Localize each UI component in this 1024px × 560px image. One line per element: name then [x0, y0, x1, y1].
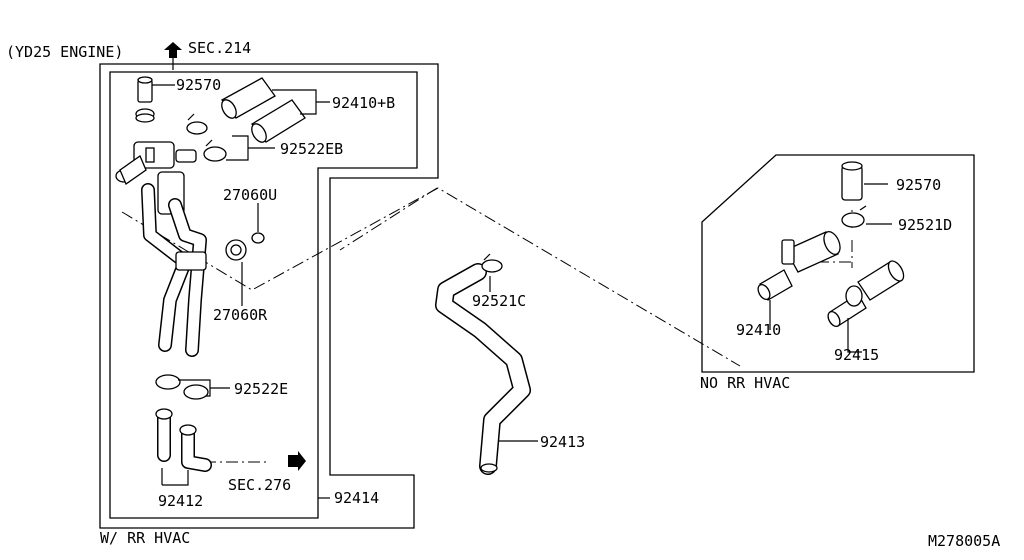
sec214-label: SEC.214 [188, 39, 251, 57]
part-92521d-label: 92521D [898, 216, 952, 234]
part-92570-right-label: 92570 [896, 176, 941, 194]
part-92522eb-label: 92522EB [280, 140, 343, 158]
no-rr-hvac-frame [701, 154, 975, 373]
clamp-92521c [481, 253, 503, 273]
hose-92413 [435, 263, 531, 475]
part-92414-label: 92414 [334, 489, 379, 507]
rr-hvac-inner-frame [109, 71, 418, 519]
part-27060u-label: 27060U [223, 186, 277, 204]
part-92410-label: 92410 [736, 321, 781, 339]
no-rr-hvac-label: NO RR HVAC [700, 374, 790, 392]
part-92413-label: 92413 [540, 433, 585, 451]
rr-hvac-outer-frame [99, 63, 439, 529]
part-27060r-label: 27060R [213, 306, 268, 324]
sec214-up-arrow [164, 42, 182, 70]
hose-92412 [155, 408, 212, 472]
cap-92570-right [841, 161, 863, 201]
heater-pipes [141, 183, 207, 357]
part-92410b-label: 92410+B [332, 94, 395, 112]
part-92412-label: 92412 [158, 492, 203, 510]
diagram-ref-label: M278005A [928, 532, 1000, 550]
valve-92410 [757, 231, 841, 301]
pipe-92415 [827, 260, 905, 328]
sec276-label: SEC.276 [228, 476, 291, 494]
water-valve-body [115, 141, 197, 215]
part-92521c-label: 92521C [472, 292, 526, 310]
hose-92410b [221, 77, 306, 143]
part-92570-left-label: 92570 [176, 76, 221, 94]
cap-92570-left [135, 76, 155, 123]
part-92522e-label: 92522E [234, 380, 288, 398]
connection-dash-line [121, 187, 741, 367]
grommet-27060u [251, 232, 265, 244]
sec276-right-arrow [288, 451, 306, 471]
engine-label: (YD25 ENGINE) [6, 43, 123, 61]
rr-hvac-label: W/ RR HVAC [100, 529, 190, 547]
bushing-27060r [225, 239, 247, 261]
clamp-92521d [841, 205, 867, 228]
clamp-92522eb [186, 113, 227, 162]
clamp-92522e [155, 374, 209, 400]
part-92415-label: 92415 [834, 346, 879, 364]
connection-dash-line-2 [339, 187, 438, 251]
